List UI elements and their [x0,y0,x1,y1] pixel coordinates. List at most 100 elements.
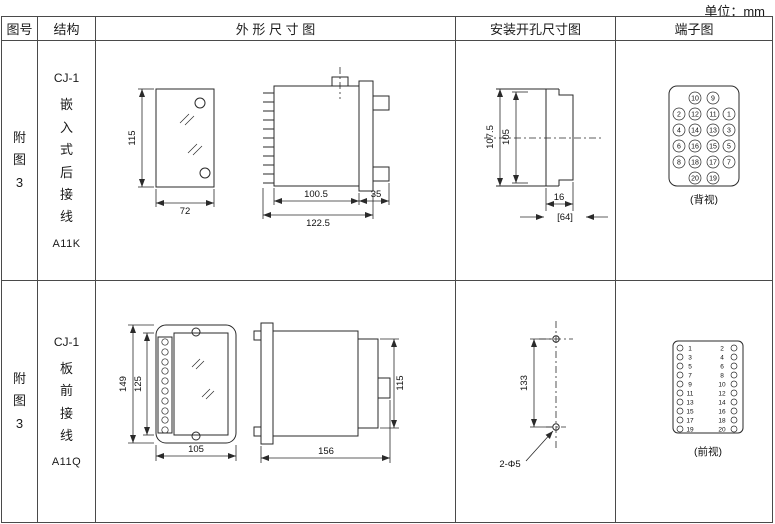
spec-table: 图号 结构 外 形 尺 寸 图 安装开孔尺寸图 端子图 附图3 CJ-1 嵌入式… [1,16,773,523]
terminal-cell-row1: 10 9 2 12 11 1 4 14 13 3 6 16 15 5 8 18 … [616,41,772,281]
dim-width-rear: 16 [554,192,565,203]
terminal-block-outline [668,85,740,187]
svg-text:2: 2 [720,345,724,352]
figure-no-cell-row1: 附图3 [2,41,38,281]
outline-cell-row2: 149 125 105 115 [96,281,456,522]
svg-text:8: 8 [720,372,724,379]
figure-label: 附图3 [12,370,26,431]
svg-text:13: 13 [686,399,694,406]
terminal-strip [157,336,173,434]
structure-cell-row1: CJ-1 嵌入式后接线 A11K [38,41,96,281]
dim-side-height: 115 [395,375,406,390]
svg-text:10: 10 [718,381,726,388]
svg-text:4: 4 [720,354,724,361]
svg-text:15: 15 [709,144,717,151]
header-outline: 外 形 尺 寸 图 [96,17,456,41]
dim-side-width: 156 [318,446,334,457]
svg-text:20: 20 [691,176,699,183]
structure-model: CJ-1 [53,71,80,86]
structure-desc: 嵌入式后接线 [59,97,73,225]
hatch-mark [191,358,205,370]
front-view: 149 125 105 [118,324,237,461]
svg-text:4: 4 [677,128,681,135]
svg-text:18: 18 [718,417,726,424]
mounting-hole [191,327,201,337]
svg-text:14: 14 [691,128,699,135]
header-figure-no: 图号 [2,17,38,41]
outline-cell-row1: 115 72 100.5 35 [96,41,456,281]
terminal-pins: 10 9 2 12 11 1 4 14 13 3 6 16 15 5 8 18 … [672,91,736,185]
svg-text:14: 14 [718,399,726,406]
svg-text:10: 10 [691,96,699,103]
dim-height-outer: 107.5 [485,125,496,149]
install-drawing-a11k: 107.5 105 16 [64] [484,88,608,223]
structure-model: CJ-1 [53,334,80,349]
dim-width-total: [64] [557,212,573,223]
svg-text:2: 2 [677,112,681,119]
terminal-block-outline [672,340,744,434]
structure-code: A11Q [51,456,82,469]
svg-text:12: 12 [718,390,726,397]
svg-text:20: 20 [718,426,726,433]
svg-text:17: 17 [686,417,694,424]
svg-text:1: 1 [688,345,692,352]
svg-text:16: 16 [718,408,726,415]
svg-text:17: 17 [709,160,717,167]
structure-desc: 板前接线 [59,360,73,443]
svg-text:7: 7 [688,372,692,379]
dim-depth-total: 122.5 [306,218,330,229]
terminal-pins [263,92,274,184]
figure-label: 附图3 [12,129,26,190]
hatch-mark [179,113,195,126]
unit-label: 单位：mm [704,4,765,19]
side-view: 115 156 [253,322,406,463]
header-terminal: 端子图 [616,17,772,41]
structure-code: A11K [52,237,81,250]
outline-drawing-a11q: 149 125 105 115 [118,322,406,463]
svg-text:1: 1 [727,112,731,119]
dim-front-height: 115 [127,130,138,145]
dim-height-inner: 105 [501,129,512,145]
svg-text:16: 16 [691,144,699,151]
header-structure: 结构 [38,17,96,41]
front-view: 115 72 [127,88,215,217]
hatch-mark [201,388,215,400]
dim-height-inner: 125 [133,376,144,392]
svg-text:9: 9 [711,96,715,103]
svg-text:15: 15 [686,408,694,415]
svg-text:3: 3 [688,354,692,361]
dim-hole-spacing: 133 [519,375,530,391]
install-drawing-a11q: 133 2-Φ5 [499,321,573,470]
cutout-profile [558,89,574,186]
install-cell-row2: 133 2-Φ5 [456,281,616,522]
svg-text:11: 11 [687,390,694,397]
svg-text:12: 12 [691,112,699,119]
mounting-hole [191,431,201,441]
svg-text:13: 13 [709,128,717,135]
dim-depth-body: 100.5 [304,189,328,200]
svg-text:6: 6 [720,363,724,370]
dim-front-width: 105 [188,444,204,455]
svg-text:11: 11 [709,112,716,119]
svg-text:3: 3 [727,128,731,135]
svg-text:5: 5 [688,363,692,370]
hatch-mark [187,143,203,156]
drill-hole [552,335,560,343]
svg-text:9: 9 [688,381,692,388]
view-label: (前视) [694,445,722,458]
svg-text:5: 5 [727,144,731,151]
svg-text:19: 19 [686,426,694,433]
figure-no-cell-row2: 附图3 [2,281,38,522]
drill-hole [552,423,560,431]
svg-text:18: 18 [691,160,699,167]
terminal-screws [161,338,169,434]
dim-height-outer: 149 [118,376,129,392]
dim-depth-rear: 35 [371,189,382,200]
view-label: (背视) [690,193,718,206]
header-install: 安装开孔尺寸图 [456,17,616,41]
terminal-diagram-rear: 10 9 2 12 11 1 4 14 13 3 6 16 15 5 8 18 … [668,85,740,206]
outline-drawing-a11k: 115 72 100.5 35 [127,67,390,229]
